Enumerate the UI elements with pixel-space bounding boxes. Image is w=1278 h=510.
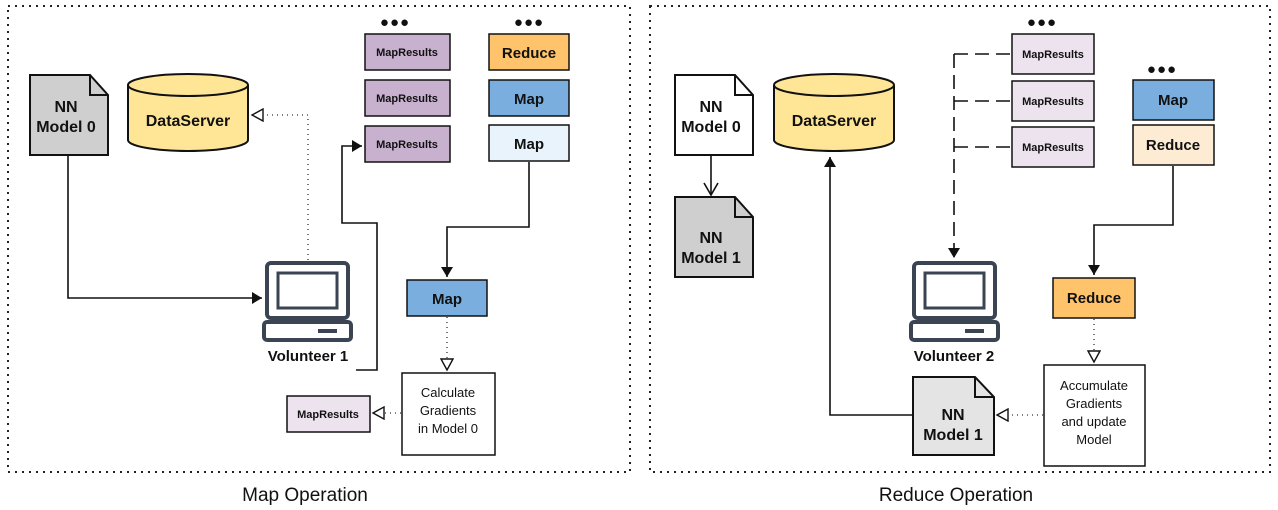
reduce-results-label-3: MapResults: [1022, 142, 1084, 154]
reduce-results-ellipsis: ●●●: [1027, 14, 1057, 31]
map-arrow-volunteer-to-dataserver: [252, 115, 309, 260]
map-results-box-2: [364, 79, 451, 117]
reduce-nn0-label-line1: NN: [699, 99, 722, 116]
reduce-output-nn-line1: NN: [941, 407, 964, 424]
reduce-output-nn-line2: Model 1: [923, 427, 983, 444]
map-queue-reduce: [488, 33, 570, 71]
reduce-queue-reduce: [1132, 124, 1215, 166]
calculate-line1: Calculate: [421, 385, 475, 400]
volunteer-2-computer-icon: [909, 261, 1000, 342]
map-panel-frame: [7, 5, 631, 473]
accumulate-line3: and update: [1061, 414, 1126, 429]
calculate-line3: in Model 0: [418, 421, 478, 436]
map-nn-label-line2: Model 0: [36, 119, 96, 136]
map-active-task: [406, 279, 488, 317]
map-queue-label-2: Map: [514, 91, 544, 108]
map-output-results-label: MapResults: [297, 409, 359, 421]
map-dataserver: DataServer: [127, 73, 249, 152]
reduce-results-box-2: [1011, 80, 1095, 122]
reduce-queue-map: [1132, 79, 1215, 121]
map-arrow-volunteer-to-results: [341, 140, 378, 371]
reduce-results-label-2: MapResults: [1022, 96, 1084, 108]
map-output-results: [286, 395, 371, 433]
reduce-queue-ellipsis: ●●●: [1147, 61, 1177, 78]
map-queue-label-1: Reduce: [502, 45, 556, 62]
volunteer-1-computer-icon: [262, 261, 353, 342]
reduce-results-box-3: [1011, 126, 1095, 168]
map-queue-map-1: [488, 79, 570, 117]
reduce-results-stack: MapResults MapResults MapResults: [1011, 33, 1095, 168]
map-queue-map-2: [488, 124, 570, 162]
reduce-queue-label-2: Reduce: [1146, 137, 1200, 154]
accumulate-gradients-box: [1043, 364, 1146, 467]
reduce-dataserver-label: DataServer: [792, 113, 877, 130]
volunteer-2-label: Volunteer 2: [914, 348, 995, 365]
reduce-operation-caption: Reduce Operation: [879, 485, 1033, 506]
map-results-label-2: MapResults: [376, 93, 438, 105]
map-active-task-label: Map: [432, 291, 462, 308]
calculate-line2: Gradients: [420, 403, 477, 418]
map-task-queue: Reduce Map Map: [488, 33, 570, 162]
map-results-label-1: MapResults: [376, 47, 438, 59]
reduce-panel-frame: [649, 5, 1271, 473]
map-results-box-1: [364, 33, 451, 71]
reduce-queue-label-1: Map: [1158, 92, 1188, 109]
reduce-nn0-label-line2: Model 0: [681, 119, 741, 136]
reduce-active-task: [1052, 277, 1136, 319]
map-dataserver-label: DataServer: [146, 113, 231, 130]
reduce-task-queue: Map Reduce: [1132, 79, 1215, 166]
map-arrow-model-to-volunteer: [67, 156, 262, 304]
reduce-nn-model-0: NN Model 0: [674, 74, 754, 156]
map-operation-caption: Map Operation: [242, 485, 368, 506]
map-results-box-3: [364, 125, 451, 163]
reduce-dataserver: DataServer: [773, 73, 895, 152]
reduce-arrow-queue-to-task: [1088, 166, 1174, 275]
map-queue-ellipsis: ●●●: [514, 14, 544, 31]
map-nn-model-0: NN Model 0: [29, 74, 109, 156]
map-results-label-3: MapResults: [376, 139, 438, 151]
reduce-nn-model-1: NN Model 1: [674, 196, 754, 278]
reduce-arrow-output-to-dataserver: [824, 157, 912, 416]
reduce-results-box-1: [1011, 33, 1095, 75]
map-results-ellipsis: ●●●: [380, 14, 410, 31]
reduce-active-task-label: Reduce: [1067, 290, 1121, 307]
map-nn-label-line1: NN: [54, 99, 77, 116]
volunteer-1-label: Volunteer 1: [268, 348, 349, 365]
accumulate-line4: Model: [1076, 432, 1112, 447]
map-results-stack: MapResults MapResults MapResults: [364, 33, 451, 163]
map-queue-label-3: Map: [514, 136, 544, 153]
reduce-results-label-1: MapResults: [1022, 49, 1084, 61]
calculate-gradients-box: [401, 372, 496, 456]
reduce-nn1-label-line2: Model 1: [681, 250, 741, 267]
reduce-output-nn-model-1: NN Model 1: [912, 376, 995, 456]
map-arrow-queue-to-task: [441, 162, 530, 277]
accumulate-line1: Accumulate: [1060, 378, 1128, 393]
accumulate-line2: Gradients: [1066, 396, 1123, 411]
reduce-nn1-label-line1: NN: [699, 230, 722, 247]
